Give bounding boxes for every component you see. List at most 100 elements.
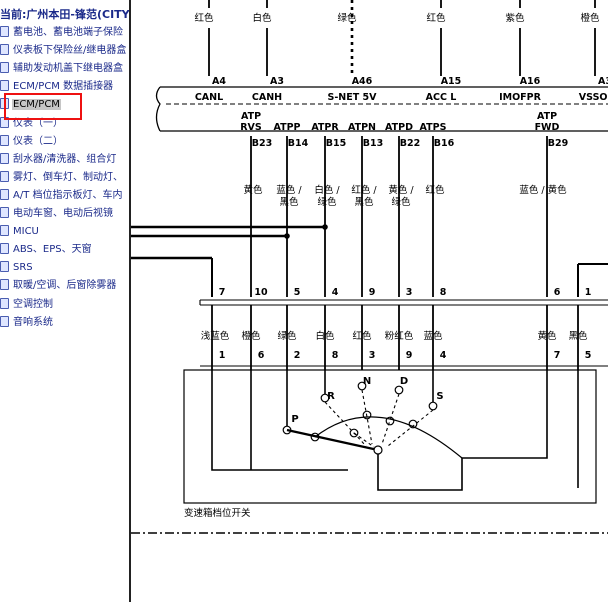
sidebar-item-3[interactable]: ECM/PCM 数据插接器 [0,78,114,95]
ecm-wire-color: 绿色 [391,196,411,208]
switch-position: R [327,391,335,402]
diagram-structure [131,0,608,534]
sidebar-item-label: ECM/PCM 数据插接器 [13,81,114,93]
ecm-pin-code: B16 [434,138,455,149]
connector-pin: 10 [254,287,268,298]
switch-position: S [436,391,443,402]
document-icon [0,243,9,255]
sidebar-item-label: 蓄电池、蓄电池端子保险 [13,27,123,38]
switch-name: 变速箱档位开关 [184,507,251,519]
ecm-pin-name: FWD [535,122,560,133]
switch-pin: 9 [406,350,413,361]
connector-pin: 7 [219,287,226,298]
switch-contact [394,385,404,395]
ecm-outline-left [155,86,161,132]
switch-wire-color: 黑色 [568,330,588,342]
document-icon [0,116,9,128]
top-wire-color: 绿色 [337,12,357,24]
top-wire-pin: A3 [598,76,608,87]
ecm-pin-code: B22 [400,138,420,149]
switch-pin: 8 [332,350,339,361]
switch-pin: 6 [258,350,265,361]
document-icon [0,80,9,92]
document-icon [0,279,9,291]
sidebar-item-8[interactable]: 雾灯、倒车灯、制动灯、 [0,169,124,186]
switch-arm [286,428,379,452]
ecm-pin-code: B14 [288,138,309,149]
ecm-wire-color: 白色 / [314,184,340,196]
ecm-wire-color: 蓝色 / 黄色 [519,184,567,196]
sidebar-item-label: A/T 档位指示板灯、车内 [13,189,123,201]
sidebar-item-6[interactable]: 仪表（二） [0,133,64,150]
top-wire-pin: A3 [270,76,284,87]
ecm-wire-color: 绿色 [317,196,337,208]
sidebar-item-label: ABS、EPS、天窗 [13,244,92,256]
switch-arc [314,416,463,459]
radial-guide [353,432,375,448]
sidebar-item-5[interactable]: 仪表（一） [0,115,64,132]
connector-pin: 6 [554,287,561,298]
sidebar-item-label: 仪表（一） [13,117,63,129]
ecm-pin-code: B15 [326,138,346,149]
top-wire-color: 红色 [194,12,214,24]
sidebar-item-1[interactable]: 仪表板下保险丝/继电器盒 [0,42,127,59]
sidebar-item-label: 电动车窗、电动后视镜 [13,208,113,219]
switch-pin: 7 [554,350,561,361]
switch-pin: 3 [369,350,376,361]
switch-wire-color: 浅蓝色 [201,330,230,342]
top-wire-signal: S-NET 5V [328,92,378,103]
connector-pin: 8 [440,287,447,298]
document-icon [0,152,9,164]
sidebar-item-0[interactable]: 蓄电池、蓄电池端子保险 [0,24,124,41]
sidebar-item-2[interactable]: 辅助发动机盖下继电器盒 [0,60,124,77]
sidebar-item-4[interactable]: ECM/PCM [0,96,61,113]
ecm-pin-name: ATPP [273,122,300,133]
sidebar-item-15[interactable]: 空调控制 [0,296,54,313]
ecm-wire-color: 红色 / [351,184,377,196]
sidebar-item-7[interactable]: 刮水器/清洗器、组合灯 [0,151,117,168]
document-icon [0,297,9,309]
top-wire-pin: A4 [212,76,226,87]
top-wire-color: 红色 [426,12,446,24]
ecm-wire-color: 黄色 / [388,184,414,196]
switch-pin: 2 [294,350,301,361]
sidebar-item-16[interactable]: 音响系统 [0,314,54,331]
switch-wire-color: 绿色 [277,330,297,342]
sidebar-item-label: MICU [13,226,39,238]
ecm-pin-name: RVS [240,122,262,133]
top-wire-color: 紫色 [505,12,525,24]
top-wire-pin: A16 [520,76,541,87]
contact-trace [377,370,548,491]
top-wire-signal: ACC L [426,92,457,103]
document-icon [0,170,9,182]
sidebar-item-14[interactable]: 取暖/空调、后窗除雾器 [0,277,117,294]
junction-dot [284,233,290,239]
sidebar-item-label: 取暖/空调、后窗除雾器 [13,280,117,292]
ecm-wire-color: 黑色 [279,196,299,208]
sidebar-item-10[interactable]: 电动车窗、电动后视镜 [0,205,114,222]
ecm-pin-name: ATP [241,111,261,122]
switch-wire-color: 粉红色 [385,330,414,342]
junction-dot [322,224,328,230]
sidebar-item-label: 辅助发动机盖下继电器盒 [13,63,123,75]
document-icon [0,62,9,74]
ecm-pin-name: ATPS [420,122,447,133]
switch-housing [183,369,597,504]
sidebar-item-11[interactable]: MICU [0,223,40,240]
sidebar-item-12[interactable]: ABS、EPS、天窗 [0,241,93,258]
sidebar-item-label: 仪表（二） [13,135,63,147]
sidebar-item-9[interactable]: A/T 档位指示板灯、车内 [0,187,124,204]
document-icon [0,225,9,237]
switch-wire-color: 白色 [315,330,335,342]
ecm-wire-color: 红色 [425,184,445,196]
ecm-pin-name: ATP [537,111,557,122]
switch-pivot [373,445,383,455]
top-wire-signal: CANH [252,92,282,103]
sidebar-item-13[interactable]: SRS [0,259,34,276]
sidebar-item-label: 雾灯、倒车灯、制动灯、 [13,171,123,183]
breadcrumb: 当前:广州本田-锋范(CITY) [0,8,131,21]
radial-guide [387,409,434,447]
top-wire-color: 橙色 [580,12,600,24]
